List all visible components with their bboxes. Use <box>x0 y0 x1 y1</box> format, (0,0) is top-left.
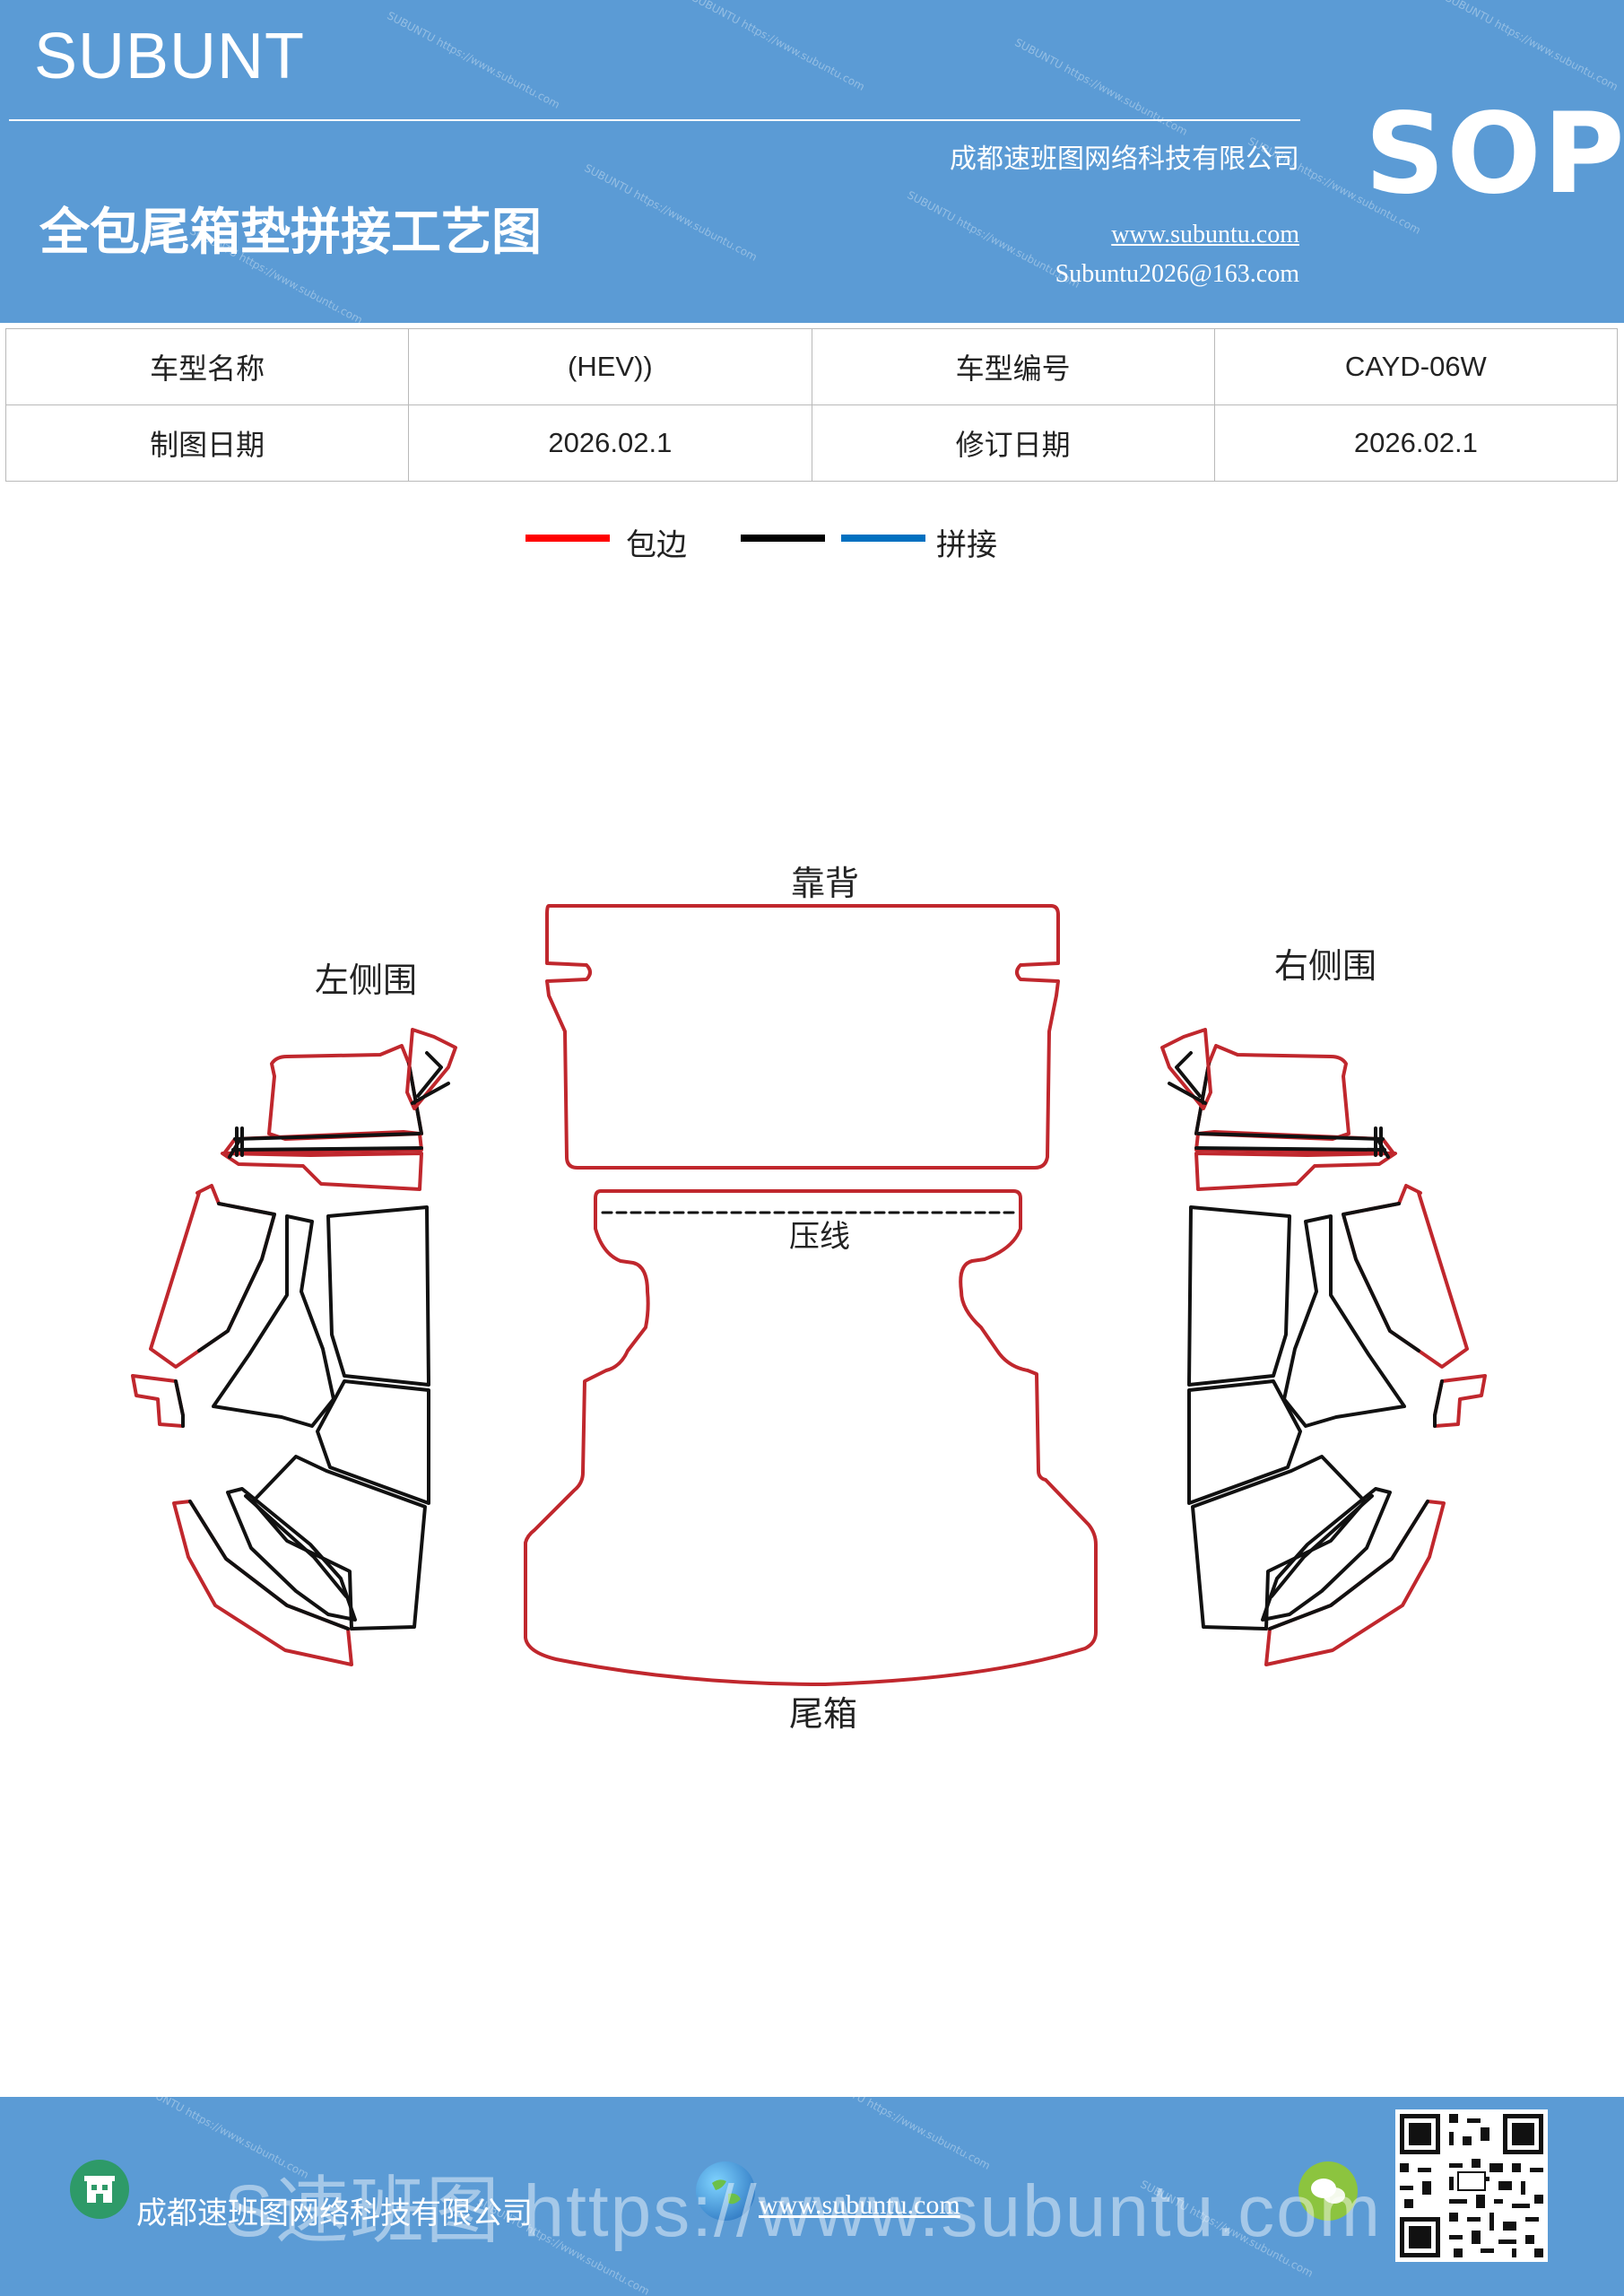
footer-website-link[interactable]: www.subuntu.com <box>759 2190 960 2220</box>
legend: 包边 拼接 <box>0 526 1624 579</box>
website-link[interactable]: www.subuntu.com <box>1111 221 1299 248</box>
building-icon <box>70 2160 129 2219</box>
watermark: SUBUNTU https://www.subuntu.com <box>690 0 867 93</box>
label-drawing-date: 制图日期 <box>4 404 410 482</box>
legend-swatch-black <box>741 535 825 542</box>
legend-swatch-edge <box>525 535 610 542</box>
header-divider <box>9 119 1300 121</box>
qr-code[interactable] <box>1395 2109 1548 2262</box>
left-mid-panel-b <box>326 1205 430 1387</box>
footer-company-name: 成都速班图网络科技有限公司 <box>136 2196 533 2231</box>
right-side-panels <box>1160 1028 1487 1666</box>
trunk-panel <box>524 1189 1098 1686</box>
legend-label-seam: 拼接 <box>936 527 997 563</box>
watermark: SUBUNTU https://www.subuntu.com <box>1443 0 1620 93</box>
left-side-panels <box>131 1028 457 1666</box>
email-address: Subuntu2026@163.com <box>1055 260 1299 288</box>
value-vehicle-name: (HEV)) <box>408 328 812 405</box>
value-drawing-date: 2026.02.1 <box>408 404 812 482</box>
left-mid-panel-a <box>212 1214 335 1428</box>
label-crease: 压线 <box>789 1219 850 1255</box>
wechat-icon <box>1298 2161 1358 2221</box>
footer-overlay-text: S速班图 https://www.subuntu.com <box>224 2170 1383 2252</box>
company-name: 成都速班图网络科技有限公司 <box>950 144 1299 175</box>
label-revision-date: 修订日期 <box>811 404 1215 482</box>
label-backrest: 靠背 <box>791 864 859 903</box>
value-vehicle-code: CAYD-06W <box>1213 328 1619 405</box>
header-banner: SUBUNTU https://www.subuntu.com SUBUNTU … <box>0 0 1624 323</box>
label-right-side: 右侧围 <box>1274 946 1376 986</box>
backrest-panel <box>545 904 1060 1170</box>
footer-banner: SUBUNTU https://www.subuntu.com SUBUNTU … <box>0 2097 1624 2296</box>
brand-logo-text: SUBUNT <box>34 21 306 92</box>
label-left-side: 左侧围 <box>315 961 417 1000</box>
legend-label-edge: 包边 <box>626 527 687 563</box>
label-vehicle-name: 车型名称 <box>4 328 410 405</box>
page-title: 全包尾箱垫拼接工艺图 <box>39 203 542 262</box>
sop-badge: SOP <box>1365 90 1624 219</box>
legend-swatch-seam <box>841 535 925 542</box>
left-mid-panel-c <box>316 1379 430 1505</box>
watermark: SUBUNTU https://www.subuntu.com <box>1012 36 1190 138</box>
label-trunk: 尾箱 <box>789 1694 857 1734</box>
vehicle-info-table: 车型名称 (HEV)) 车型编号 CAYD-06W 制图日期 2026.02.1… <box>4 328 1619 482</box>
left-mid-panel-d <box>251 1455 427 1631</box>
watermark: SUBUNTU https://www.subuntu.com <box>582 161 760 264</box>
left-strip-a <box>226 1487 357 1622</box>
globe-icon <box>696 2161 755 2221</box>
table-row: 制图日期 2026.02.1 修订日期 2026.02.1 <box>4 404 1619 482</box>
label-vehicle-code: 车型编号 <box>811 328 1215 405</box>
table-row: 车型名称 (HEV)) 车型编号 CAYD-06W <box>4 328 1619 405</box>
value-revision-date: 2026.02.1 <box>1213 404 1619 482</box>
watermark: SUBUNTU https://www.subuntu.com <box>385 9 562 111</box>
left-strip-b <box>244 1494 348 1598</box>
